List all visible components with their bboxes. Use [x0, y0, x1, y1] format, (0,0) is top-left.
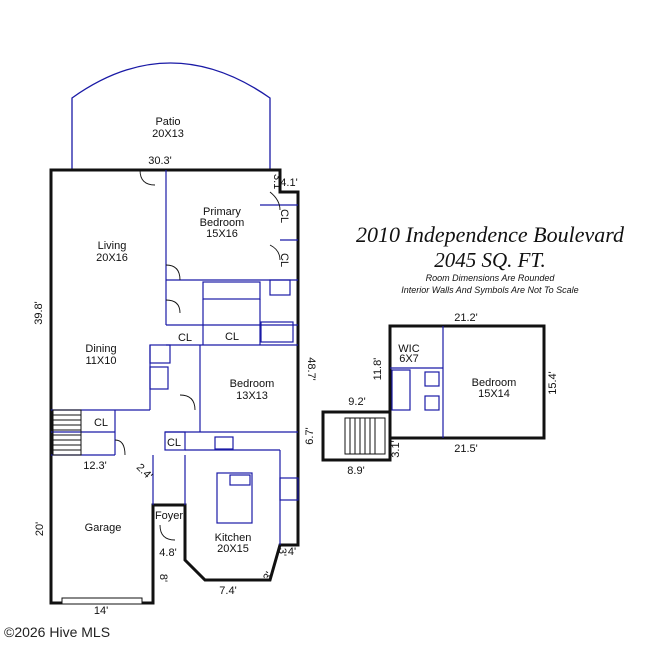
dim-label: 21.2': [454, 312, 478, 324]
door-swings: [114, 169, 281, 541]
plan-header: 2010 Independence Boulevard 2045 SQ. FT.…: [330, 222, 650, 296]
room-patio-name: Patio: [155, 116, 180, 128]
dim-label: 15.4': [547, 371, 559, 395]
stairs-main: [52, 409, 82, 456]
dim-label: 30.3': [148, 155, 172, 167]
dim-label: 4.8': [159, 547, 176, 559]
room-garage-name: Garage: [85, 522, 122, 534]
dim-label: 12.3': [83, 460, 107, 472]
patio-outline: [71, 62, 271, 170]
garage-door: [61, 597, 143, 605]
room-living-size: 20X16: [96, 252, 128, 264]
dim-label: 3.1': [390, 440, 402, 457]
room-bedroom2-size: 15X14: [478, 388, 510, 400]
main-exterior-wall: [49, 168, 300, 605]
dim-label: 6.7': [304, 427, 316, 444]
closet-label: CL: [225, 331, 239, 343]
dim-label: 3': [276, 548, 288, 556]
closet-label: CL: [94, 417, 108, 429]
dim-label: 3.1': [271, 174, 283, 191]
dim-label: 7.4': [219, 585, 236, 597]
dim-label: 48.7': [305, 357, 317, 381]
sqft-title: 2045 SQ. FT.: [434, 248, 546, 272]
dim-label: 4': [288, 546, 296, 558]
dim-label: 2.4': [134, 461, 155, 482]
room-dining-name: Dining: [85, 343, 116, 355]
room-bedroom-size: 13X13: [236, 390, 268, 402]
room-wic-name: WIC: [398, 343, 419, 355]
room-primary-name2: Bedroom: [200, 217, 245, 229]
room-wic-size: 6X7: [399, 353, 419, 365]
room-living-name: Living: [98, 240, 127, 252]
closet-label: CL: [178, 332, 192, 344]
room-primary-name1: Primary: [203, 206, 241, 218]
room-kitchen-size: 20X15: [217, 543, 249, 555]
closet-label: CL: [167, 437, 181, 449]
upper-floor-wall: [388, 324, 546, 440]
closet-label: CL: [278, 253, 290, 267]
dim-label: 20': [34, 522, 46, 536]
room-dining-size: 11X10: [86, 355, 117, 367]
copyright-watermark: ©2026 Hive MLS: [4, 624, 111, 640]
stairs-upper: [344, 417, 386, 455]
dim-label: 8': [157, 574, 169, 582]
interior-walls: [51, 170, 299, 545]
dim-label: 11.8': [372, 358, 384, 381]
dim-label: 39.8': [33, 301, 45, 325]
room-foyer-name: Foyer: [155, 510, 183, 522]
stair-landing-wall: [321, 410, 392, 462]
room-patio-size: 20X13: [152, 128, 184, 140]
address-title: 2010 Independence Boulevard: [356, 222, 624, 247]
room-kitchen-name: Kitchen: [215, 532, 252, 544]
dim-label: 8.9': [347, 465, 364, 477]
upper-interior: [390, 326, 444, 438]
note-scale: Interior Walls And Symbols Are Not To Sc…: [401, 285, 579, 295]
dim-label: 21.5': [454, 443, 478, 455]
note-rounded: Room Dimensions Are Rounded: [425, 273, 555, 283]
dim-label: 14': [94, 605, 108, 617]
room-bedroom2-name: Bedroom: [472, 377, 517, 389]
dim-label: 9.2': [348, 396, 365, 408]
dim-label: 4.1': [280, 177, 297, 189]
room-primary-size: 15X16: [206, 228, 238, 240]
closet-label: CL: [278, 209, 290, 223]
room-bedroom-name: Bedroom: [230, 378, 275, 390]
